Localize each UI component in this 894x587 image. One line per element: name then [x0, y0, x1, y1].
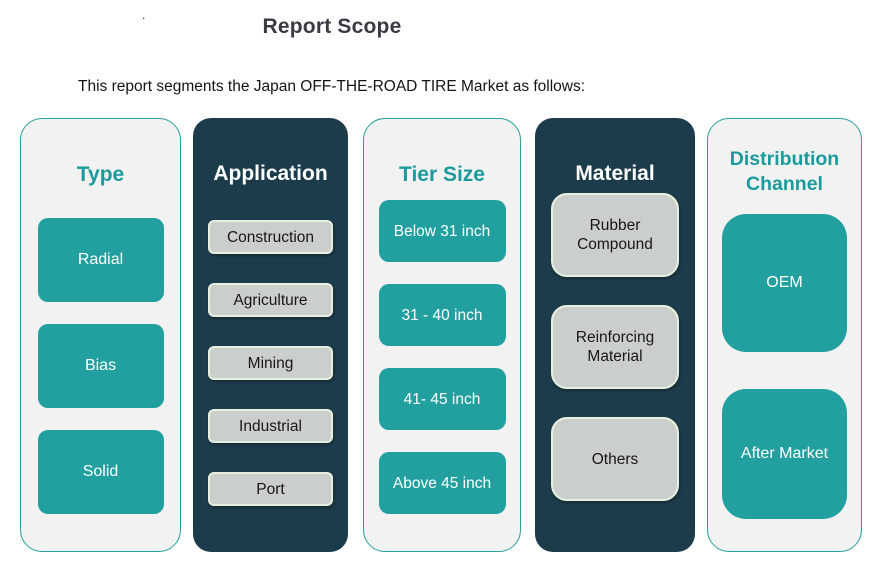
stray-dot: .: [142, 8, 146, 22]
segment-item-31-40-inch: 31 - 40 inch: [378, 284, 506, 347]
column-material-items: Rubber Compound Reinforcing Material Oth…: [551, 193, 679, 502]
column-distribution-channel-items: OEM After Market: [722, 213, 847, 519]
segment-item-agriculture: Agriculture: [208, 283, 333, 318]
column-application-title: Application: [213, 162, 328, 185]
segment-item-industrial: Industrial: [208, 409, 333, 444]
subtitle: This report segments the Japan OFF-THE-R…: [78, 78, 586, 95]
segment-item-bias: Bias: [37, 324, 164, 409]
segment-item-port: Port: [208, 472, 333, 507]
segment-item-below-31-inch: Below 31 inch: [378, 200, 506, 263]
segment-item-oem: OEM: [722, 213, 847, 352]
column-type: Type Radial Bias Solid: [20, 118, 181, 552]
column-type-items: Radial Bias Solid: [37, 218, 164, 515]
column-type-title: Type: [76, 163, 125, 186]
column-distribution-channel-title: Distribution Channel: [729, 148, 840, 196]
column-tier-size-title: Tier Size: [399, 163, 485, 186]
column-distribution-channel: Distribution Channel OEM After Market: [707, 118, 862, 552]
segment-item-radial: Radial: [37, 218, 164, 303]
segment-item-solid: Solid: [37, 430, 164, 515]
column-material-title: Material: [575, 162, 655, 185]
segment-item-others: Others: [551, 417, 679, 502]
segment-item-mining: Mining: [208, 346, 333, 381]
segment-item-reinforcing-material: Reinforcing Material: [551, 305, 679, 390]
column-application: Application Construction Agriculture Min…: [193, 118, 348, 552]
segment-item-rubber-compound: Rubber Compound: [551, 193, 679, 278]
column-tier-size-items: Below 31 inch 31 - 40 inch 41- 45 inch A…: [378, 200, 506, 515]
segment-item-construction: Construction: [208, 220, 333, 255]
segment-item-after-market: After Market: [722, 388, 847, 519]
column-material: Material Rubber Compound Reinforcing Mat…: [535, 118, 695, 552]
segment-item-41-45-inch: 41- 45 inch: [378, 368, 506, 431]
column-application-items: Construction Agriculture Mining Industri…: [208, 220, 333, 507]
page-title: Report Scope: [262, 15, 402, 38]
column-tier-size: Tier Size Below 31 inch 31 - 40 inch 41-…: [363, 118, 521, 552]
segment-item-above-45-inch: Above 45 inch: [378, 452, 506, 515]
